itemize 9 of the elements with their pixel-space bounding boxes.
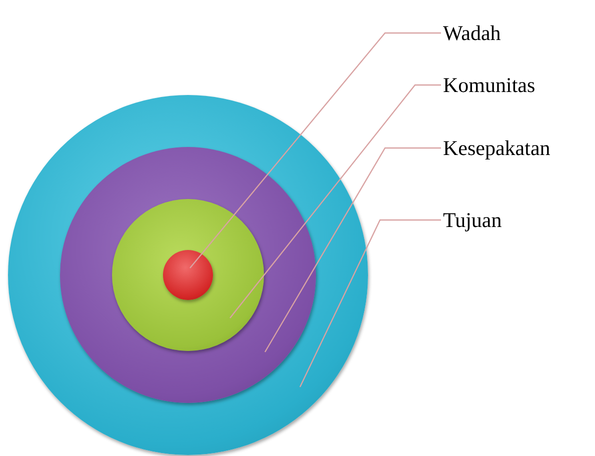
ring-label: Komunitas xyxy=(443,72,536,98)
leader-line xyxy=(230,84,441,318)
leader-line xyxy=(299,219,441,388)
leader-line xyxy=(190,32,441,268)
ring-label: Tujuan xyxy=(443,207,502,233)
center-circle xyxy=(163,250,213,300)
ring-label: Wadah xyxy=(443,20,501,46)
ring-label: Kesepakatan xyxy=(443,135,550,161)
leader-line xyxy=(264,147,441,352)
